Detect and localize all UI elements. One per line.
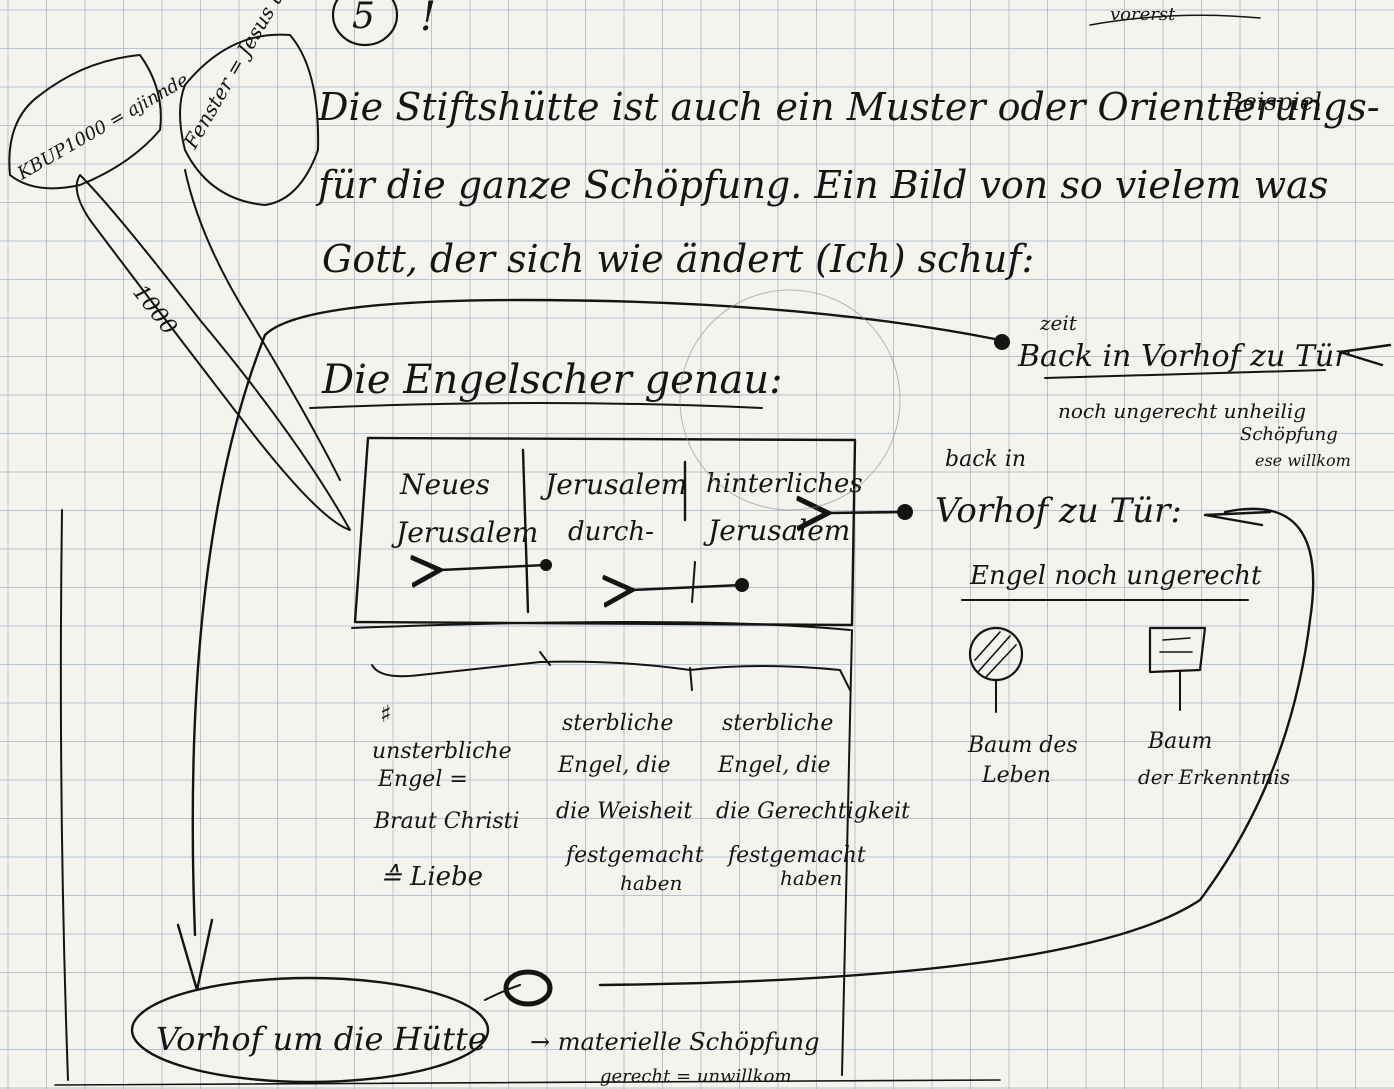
heading-title: Die Engelscher genau: [321,357,783,403]
cell-3-line1: hinterliches [706,469,863,499]
cat-1-line3: Braut Christi [373,809,520,834]
left-notes: KBUP1000 = ajinnde Fenster = Jesus u.3 w… [8,0,351,531]
cat-2-line4: festgemacht [564,843,704,868]
vorhof-outline [130,976,490,1084]
right-mid-line: Vorhof zu Tür: [935,491,1182,531]
left-note-b: Fenster = Jesus u.3 weihe [178,0,332,153]
intro-line-1: Die Stiftshütte ist auch ein Muster oder… [317,85,1380,129]
cell-1-line2: Jerusalem [391,516,538,549]
intro-line-3: Gott, der sich wie ändert (Ich) schuf: [322,237,1034,281]
categories: ♯ unsterbliche Engel = Braut Christi ≙ L… [372,700,910,895]
cell-2-line1: Jerusalem [540,468,687,501]
faint-circle [679,289,901,511]
cat-3-line1: sterbliche [722,711,833,736]
intro-line-2: für die ganze Schöpfung. Ein Bild von so… [315,163,1328,207]
right-mid-sub: Engel noch ungerecht [969,561,1262,591]
right-top-line: Back in Vorhof zu Tür [1017,339,1350,374]
cat-3-line5: haben [780,866,842,890]
tree-right-label2: der Erkenntnis [1138,765,1290,789]
cat-2-line1: sterbliche [562,711,673,736]
return-curve [598,507,1315,987]
cell-3-line2: Jerusalem [703,514,850,547]
cat-3-line4: festgemacht [726,843,866,868]
bottom-vorhof: Vorhof um die Hütte → materielle Schöpfu… [54,969,1001,1087]
tree-of-knowledge-icon [1148,626,1207,674]
left-margin-line [59,509,69,1081]
tree-left-label1: Baum des [967,733,1078,758]
tree-right-label1: Baum [1147,729,1212,754]
page-number: 5 [352,0,375,37]
bottom-arrow-text: → materielle Schöpfung [530,1028,820,1056]
right-top-sub1: noch ungerecht unheilig [1058,399,1306,423]
cat-1-line4: ≙ Liebe [380,862,483,892]
page-exclamation: ! [420,0,436,40]
intro-text: vorerst Die Stiftshütte ist auch ein Mus… [315,4,1380,281]
right-box-extension [841,629,853,1076]
page-number-mark: 5 ! [331,0,436,47]
right-top-sub3: ese willkom [1255,451,1351,470]
cat-1-mark: ♯ [380,700,392,728]
right-top-prefix: zeit [1039,311,1078,335]
intro-line-1-end: Beispiel [1224,88,1322,116]
cat-2-line2: Engel, die [557,753,671,778]
junction-dot [994,334,1010,350]
right-mid-prefix: back in [945,447,1026,472]
tree-left-label2: Leben [981,763,1051,788]
cat-1-line1: unsterbliche [372,739,512,764]
bottom-sub: gerecht = unwillkom [600,1066,792,1087]
right-top-sub2: Schöpfung [1240,424,1338,445]
right-top-note: zeit Back in Vorhof zu Tür noch ungerech… [1017,311,1392,470]
cell-2-line2: durch- [568,517,654,547]
cat-2-line5: haben [620,871,682,895]
intro-above-word: vorerst [1110,4,1176,25]
tabernacle-diagram: Neues Jerusalem Jerusalem durch- hinterl… [351,436,913,691]
cat-2-line3: die Weisheit [556,799,693,824]
cell-1-line1: Neues [399,468,490,501]
vorhof-label: Vorhof um die Hütte [156,1020,487,1058]
cat-3-line3: die Gerechtigkeit [716,799,910,824]
long-arrow-left [191,298,1002,937]
cat-1-line2: Engel = [377,767,468,792]
cat-3-line2: Engel, die [717,753,831,778]
section-heading: Die Engelscher genau: [309,357,783,409]
right-mid-note: back in Vorhof zu Tür: Engel noch ungere… [935,447,1290,789]
